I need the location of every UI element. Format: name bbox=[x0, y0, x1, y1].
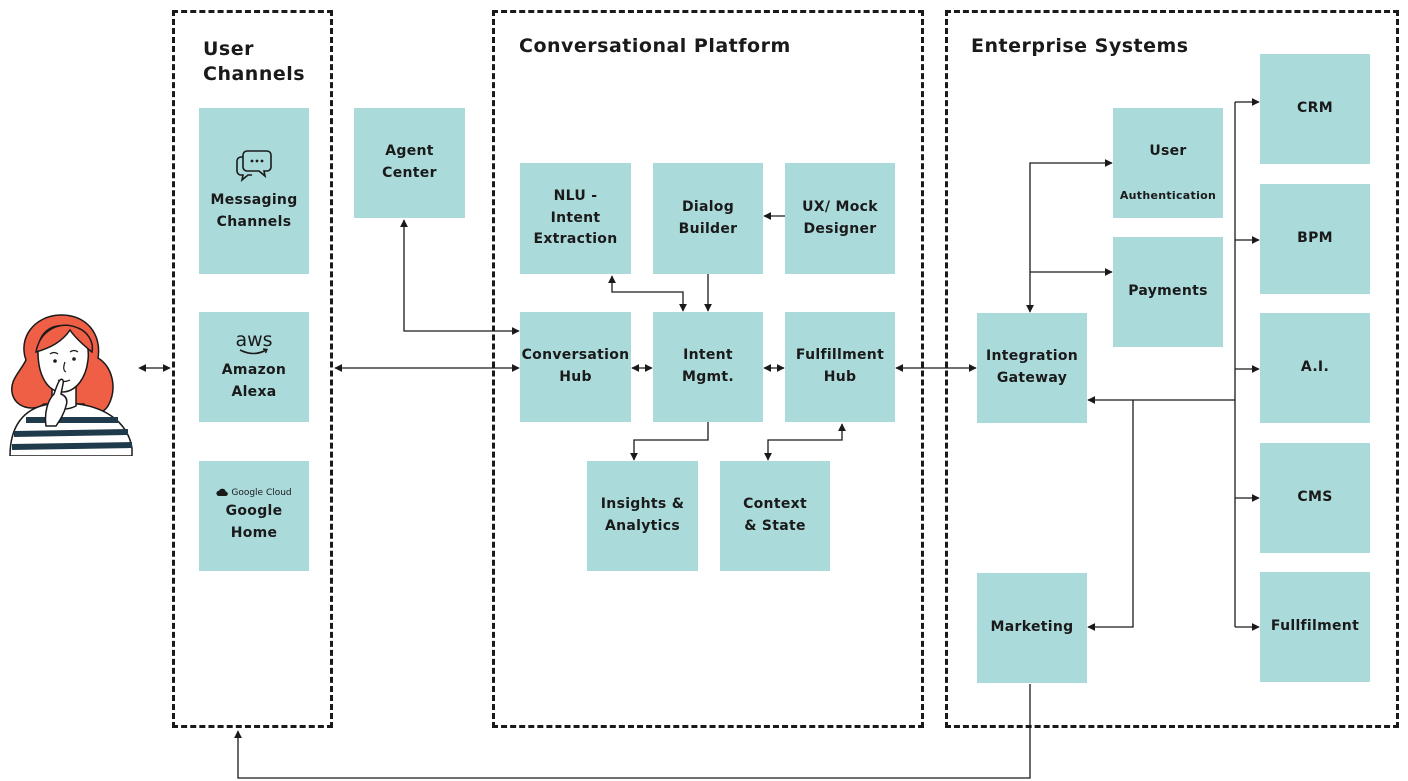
insights-analytics-label: Insights & Analytics bbox=[600, 496, 685, 534]
google-home-label: Google Home bbox=[225, 502, 283, 541]
cms-label: CMS bbox=[1297, 489, 1333, 506]
dialog-builder-box: Dialog Builder bbox=[653, 163, 763, 274]
nlu-intent-extraction-box: NLU - Intent Extraction bbox=[520, 163, 631, 274]
edge-gateway-user-auth bbox=[1026, 159, 1113, 313]
integration-gateway-label: Integration Gateway bbox=[985, 348, 1079, 386]
user-channels-title: User Channels bbox=[203, 38, 306, 85]
fullfilment-box: Fullfilment bbox=[1260, 572, 1370, 682]
bpm-box: BPM bbox=[1260, 184, 1370, 294]
agent-center-label: Agent Center bbox=[382, 143, 437, 181]
messaging-channels-box: Messaging Channels bbox=[199, 108, 309, 274]
cms-box: CMS bbox=[1260, 443, 1370, 553]
edge-intent-insights bbox=[630, 422, 709, 461]
edge-marketing-channels bbox=[234, 684, 1031, 779]
aws-logo-text: aws bbox=[235, 328, 273, 351]
insights-analytics-box: Insights & Analytics bbox=[587, 461, 698, 571]
user-person-illustration bbox=[9, 314, 133, 456]
ux-mock-designer-label: UX/ Mock Designer bbox=[802, 198, 878, 237]
edge-nlu-intent bbox=[608, 275, 687, 312]
messaging-channels-label: Messaging Channels bbox=[210, 192, 298, 230]
enterprise-systems-title: Enterprise Systems bbox=[971, 35, 1189, 57]
user-channels-region: User Channels bbox=[172, 10, 333, 728]
conversation-hub-label: Conversation Hub bbox=[521, 347, 630, 385]
conversation-hub-box: Conversation Hub bbox=[520, 312, 631, 422]
conversational-platform-title: Conversational Platform bbox=[519, 35, 791, 57]
bpm-label: BPM bbox=[1297, 230, 1333, 247]
intent-mgmt-box: Intent Mgmt. bbox=[653, 312, 763, 422]
user-authentication-label: User Authentication bbox=[1120, 120, 1216, 207]
google-home-box: Google Cloud Google Home bbox=[199, 461, 309, 571]
integration-gateway-box: Integration Gateway bbox=[977, 313, 1087, 423]
marketing-label: Marketing bbox=[990, 619, 1074, 636]
marketing-box: Marketing bbox=[977, 573, 1087, 683]
chat-bubble-icon bbox=[236, 150, 272, 183]
nlu-intent-extraction-label: NLU - Intent Extraction bbox=[533, 187, 618, 248]
user-authentication-label-main: User bbox=[1149, 143, 1187, 160]
amazon-alexa-box: aws Amazon Alexa bbox=[199, 312, 309, 422]
context-state-label: Context & State bbox=[743, 496, 807, 534]
amazon-alexa-label: Amazon Alexa bbox=[221, 361, 287, 400]
google-cloud-logo: Google Cloud bbox=[216, 487, 292, 498]
fulfillment-hub-label: Fulfillment Hub bbox=[795, 347, 885, 385]
payments-label: Payments bbox=[1128, 283, 1208, 300]
intent-mgmt-label: Intent Mgmt. bbox=[681, 347, 735, 385]
user-authentication-box: User Authentication bbox=[1113, 108, 1223, 218]
edge-agent-conversation-hub bbox=[400, 219, 520, 335]
aws-logo: aws bbox=[235, 328, 273, 358]
ux-mock-designer-box: UX/ Mock Designer bbox=[785, 163, 895, 274]
google-cloud-logo-text: Google Cloud bbox=[231, 487, 292, 498]
user-authentication-label-sub: Authentication bbox=[1119, 188, 1217, 202]
ai-label: A.I. bbox=[1300, 359, 1330, 376]
crm-label: CRM bbox=[1297, 100, 1333, 117]
fullfilment-label: Fullfilment bbox=[1270, 618, 1360, 635]
crm-box: CRM bbox=[1260, 54, 1370, 164]
edge-backbone-marketing bbox=[1087, 400, 1134, 631]
fulfillment-hub-box: Fulfillment Hub bbox=[785, 312, 895, 422]
agent-center-box: Agent Center bbox=[354, 108, 465, 218]
ai-box: A.I. bbox=[1260, 313, 1370, 423]
dialog-builder-label: Dialog Builder bbox=[678, 198, 738, 237]
payments-box: Payments bbox=[1113, 237, 1223, 347]
context-state-box: Context & State bbox=[720, 461, 830, 571]
edge-fulfillment-context bbox=[764, 423, 846, 461]
